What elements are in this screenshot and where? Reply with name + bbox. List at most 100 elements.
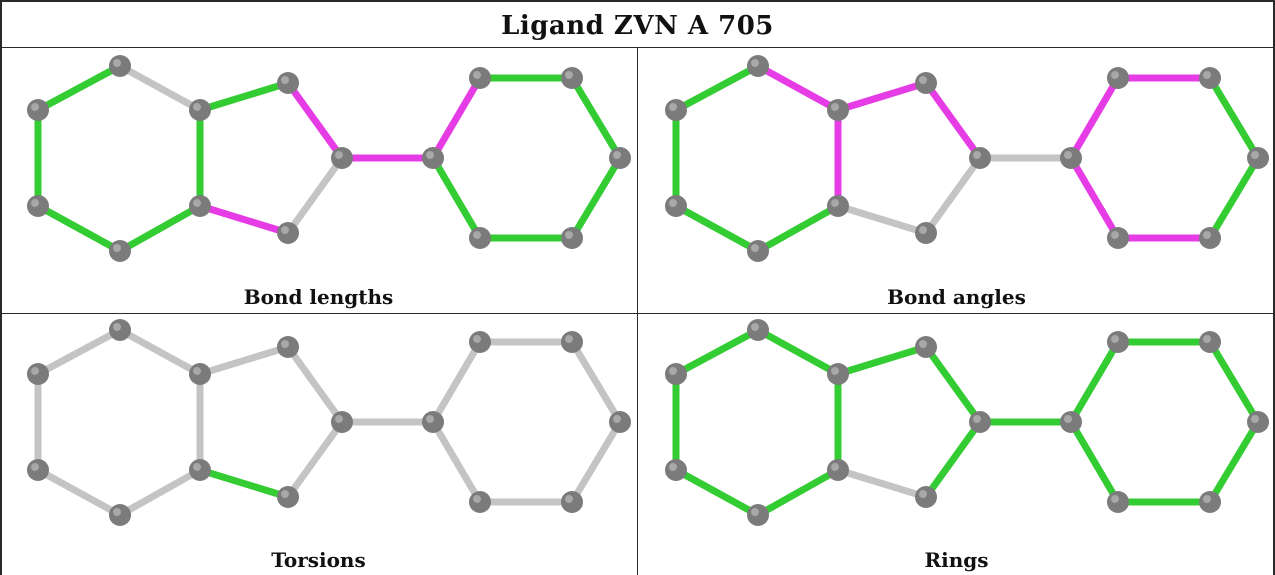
atom-10 <box>1107 331 1129 353</box>
bond-7 <box>284 79 346 162</box>
atom-highlight-6 <box>919 76 927 84</box>
atom-highlight-4 <box>831 199 839 207</box>
atom-4 <box>189 195 211 217</box>
atom-highlight-7 <box>973 415 981 423</box>
atom-13 <box>561 227 583 249</box>
atom-13 <box>1199 227 1221 249</box>
atom-highlight-12 <box>1251 151 1259 159</box>
atom-6 <box>915 72 937 94</box>
atom-highlight-5 <box>193 367 201 375</box>
rule-right <box>1273 0 1275 575</box>
caption-torsions: Torsions <box>271 548 366 572</box>
bond-2 <box>34 466 124 519</box>
atom-4 <box>827 459 849 481</box>
bond-6 <box>834 79 930 114</box>
atom-1 <box>27 99 49 121</box>
atom-3 <box>747 240 769 262</box>
atom-10 <box>469 67 491 89</box>
bond-3 <box>754 466 842 519</box>
atom-9 <box>1060 147 1082 169</box>
atom-14 <box>1107 227 1129 249</box>
molecule-bond-angles <box>665 55 1269 262</box>
atom-5 <box>189 99 211 121</box>
atom-highlight-1 <box>669 103 677 111</box>
atom-2 <box>27 195 49 217</box>
atom-highlight-4 <box>831 463 839 471</box>
atom-highlight-3 <box>751 508 759 516</box>
bond-2 <box>672 466 762 519</box>
atom-13 <box>1199 491 1221 513</box>
atom-5 <box>827 99 849 121</box>
caption-bond-angles: Bond angles <box>887 285 1026 309</box>
bond-13 <box>1206 74 1262 162</box>
atom-14 <box>469 491 491 513</box>
bond-13 <box>1206 338 1262 426</box>
atom-highlight-13 <box>565 231 573 239</box>
atom-highlight-6 <box>919 340 927 348</box>
molecule-torsions <box>27 319 631 526</box>
atom-highlight-0 <box>113 59 121 67</box>
bond-8 <box>922 154 984 237</box>
atom-1 <box>665 99 687 121</box>
bond-7 <box>284 343 346 426</box>
atom-10 <box>469 331 491 353</box>
bond-2 <box>34 202 124 255</box>
bond-8 <box>922 418 984 501</box>
bond-0 <box>34 326 124 378</box>
atom-13 <box>561 491 583 513</box>
bond-13 <box>568 338 624 426</box>
atom-2 <box>27 459 49 481</box>
atom-highlight-12 <box>613 151 621 159</box>
bond-8 <box>284 154 346 237</box>
panel-bond-angles <box>638 48 1275 283</box>
bond-3 <box>116 466 204 519</box>
atom-9 <box>422 147 444 169</box>
atom-6 <box>277 72 299 94</box>
atom-4 <box>827 195 849 217</box>
molecule-rings <box>665 319 1269 526</box>
bond-14 <box>1206 418 1262 506</box>
atom-4 <box>189 459 211 481</box>
bond-14 <box>1206 154 1262 242</box>
atom-7 <box>331 147 353 169</box>
atom-highlight-14 <box>1111 495 1119 503</box>
atom-highlight-6 <box>281 76 289 84</box>
bond-2 <box>672 202 762 255</box>
bond-16 <box>429 154 484 242</box>
atom-11 <box>1199 67 1221 89</box>
atom-highlight-11 <box>1203 71 1211 79</box>
molecule-bond-lengths <box>27 55 631 262</box>
bond-14 <box>568 154 624 242</box>
bond-6 <box>834 343 930 378</box>
atom-highlight-5 <box>193 103 201 111</box>
atom-7 <box>331 411 353 433</box>
atom-highlight-3 <box>113 244 121 252</box>
bond-13 <box>568 74 624 162</box>
atom-highlight-6 <box>281 340 289 348</box>
atom-3 <box>747 504 769 526</box>
atom-highlight-10 <box>473 71 481 79</box>
atom-highlight-14 <box>1111 231 1119 239</box>
atom-7 <box>969 147 991 169</box>
bond-7 <box>922 343 984 426</box>
atom-highlight-3 <box>751 244 759 252</box>
atom-2 <box>665 459 687 481</box>
atom-10 <box>1107 67 1129 89</box>
atom-8 <box>915 222 937 244</box>
atom-highlight-2 <box>31 199 39 207</box>
atom-highlight-7 <box>973 151 981 159</box>
bond-5 <box>116 326 204 378</box>
bond-9 <box>196 466 292 501</box>
bond-0 <box>672 326 762 378</box>
atom-12 <box>609 147 631 169</box>
atom-8 <box>915 486 937 508</box>
bond-5 <box>754 326 842 378</box>
atom-11 <box>561 331 583 353</box>
atom-5 <box>827 363 849 385</box>
bond-8 <box>284 418 346 501</box>
atom-14 <box>1107 491 1129 513</box>
rule-left <box>0 0 2 575</box>
bond-3 <box>754 202 842 255</box>
bond-16 <box>1067 154 1122 242</box>
